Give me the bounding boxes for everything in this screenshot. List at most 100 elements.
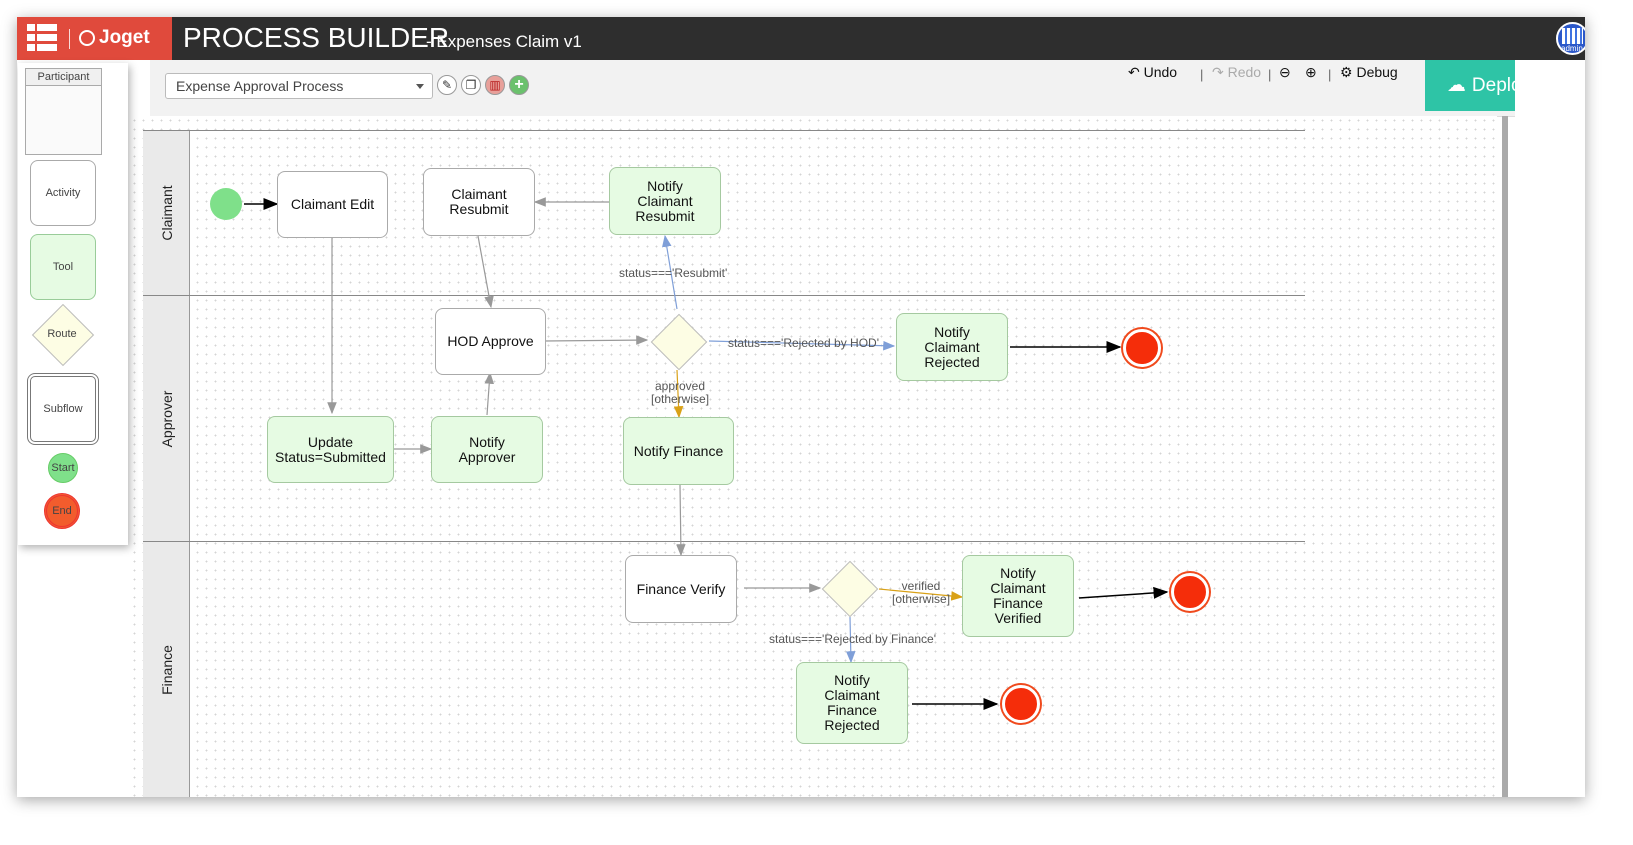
brand-name: Joget (99, 27, 150, 48)
edit-process-button[interactable]: ✎ (437, 75, 457, 95)
undo-label: Undo (1143, 64, 1178, 80)
condition-label: status==='Rejected by HOD' (728, 336, 879, 350)
avatar-image (1562, 28, 1583, 44)
palette-label: Activity (45, 187, 81, 199)
avatar-label: admin (1561, 44, 1583, 53)
lane-label: Claimant (159, 185, 175, 241)
palette-label: Route (47, 328, 77, 340)
lane-header[interactable]: Claimant (143, 131, 190, 295)
copy-icon: ❐ (465, 78, 477, 92)
palette-label: End (52, 505, 72, 517)
condition-label: approved[otherwise] (651, 380, 709, 406)
header-bar: Joget PROCESS BUILDER - Expenses Claim v… (17, 17, 1585, 60)
right-gutter (1515, 60, 1585, 797)
process-builder-window: Joget PROCESS BUILDER - Expenses Claim v… (17, 17, 1585, 797)
tool-notify-finance[interactable]: Notify Finance (623, 417, 734, 485)
tool-notify-approver[interactable]: Notify Approver (431, 416, 543, 483)
zoom-out-icon: ⊖ (1279, 64, 1291, 80)
node-label: Finance Verify (636, 580, 726, 597)
lane-label: Finance (159, 644, 175, 695)
palette-label: Start (51, 462, 75, 474)
copy-process-button[interactable]: ❐ (461, 75, 481, 95)
condition-label-line: [otherwise] (892, 592, 951, 606)
activity-claimant-edit[interactable]: Claimant Edit (277, 171, 388, 238)
palette-activity[interactable]: Activity (30, 160, 96, 226)
plus-icon: + (514, 76, 524, 93)
zoom-in-icon: ⊕ (1305, 64, 1317, 80)
end-node[interactable] (1002, 685, 1040, 723)
toolbar-separator: | (1328, 67, 1332, 82)
activity-hod-approve[interactable]: HOD Approve (435, 308, 546, 375)
palette-end[interactable]: End (44, 493, 80, 529)
tool-notify-claimant-finance-rejected[interactable]: Notify Claimant Finance Rejected (796, 662, 908, 744)
condition-label-line: approved (654, 379, 706, 393)
redo-icon: ↷ (1212, 64, 1224, 80)
lane-finance[interactable]: Finance (143, 541, 1305, 797)
zoom-in-button[interactable]: ⊕ (1305, 64, 1317, 81)
page-subtitle: - Expenses Claim v1 (426, 32, 582, 51)
condition-label: verified[otherwise] (892, 580, 950, 606)
lane-claimant[interactable]: Claimant (143, 130, 1305, 295)
palette-participant[interactable]: Participant (25, 68, 102, 155)
redo-label: Redo (1227, 64, 1262, 80)
lane-header[interactable]: Approver (143, 296, 190, 541)
redo-button[interactable]: ↷ Redo (1212, 64, 1261, 81)
tool-notify-claimant-rejected[interactable]: Notify Claimant Rejected (896, 313, 1008, 381)
palette-label: Subflow (43, 403, 83, 415)
node-label: Notify Finance (633, 442, 724, 459)
lane-label: Approver (159, 390, 175, 447)
vertical-scrollbar[interactable] (1502, 116, 1508, 797)
condition-label-line: verified (901, 579, 941, 593)
node-label: Notify Claimant Finance Verified (990, 565, 1046, 626)
node-label: Claimant Edit (290, 196, 375, 212)
apps-grid-icon[interactable] (27, 24, 57, 52)
lane-header[interactable]: Finance (143, 542, 190, 797)
tool-notify-claimant-finance-verified[interactable]: Notify Claimant Finance Verified (962, 555, 1074, 637)
condition-label: status==='Rejected by Finance' (769, 632, 937, 646)
palette-subflow[interactable]: Subflow (27, 373, 99, 445)
process-select-value: Expense Approval Process (176, 78, 344, 94)
node-label: Notify Approver (458, 433, 516, 465)
process-select[interactable]: Expense Approval Process (165, 73, 433, 99)
undo-icon: ↶ (1128, 64, 1140, 80)
gear-icon: ⚙ (1340, 64, 1353, 80)
palette-label: Tool (52, 261, 74, 273)
trash-icon: ▥ (489, 78, 501, 92)
toolbar: Expense Approval Process ✎ ❐ ▥ + ↶ Undo … (150, 60, 1585, 117)
node-label: Update Status=Submitted (275, 433, 386, 465)
add-process-button[interactable]: + (509, 75, 529, 95)
page-title: PROCESS BUILDER (183, 22, 450, 53)
brand-area: Joget (17, 17, 172, 60)
node-label: Notify Claimant Finance Rejected (824, 672, 880, 733)
node-label: Notify Claimant Resubmit (635, 177, 695, 224)
node-label: HOD Approve (447, 333, 534, 349)
delete-process-button[interactable]: ▥ (485, 75, 505, 95)
toolbar-separator: | (1268, 67, 1272, 82)
debug-button[interactable]: ⚙ Debug (1340, 64, 1398, 81)
start-node[interactable] (210, 188, 242, 220)
palette-tool[interactable]: Tool (30, 234, 96, 300)
node-label: Claimant Resubmit (449, 186, 509, 217)
activity-claimant-resubmit[interactable]: Claimant Resubmit (423, 168, 535, 236)
tool-notify-claimant-resubmit[interactable]: Notify Claimant Resubmit (609, 167, 721, 235)
activity-finance-verify[interactable]: Finance Verify (625, 555, 737, 623)
palette-participant-label: Participant (26, 69, 101, 86)
zoom-out-button[interactable]: ⊖ (1279, 64, 1291, 81)
palette-route[interactable]: Route (32, 318, 92, 350)
condition-label-line: [otherwise] (651, 392, 710, 406)
end-node[interactable] (1171, 573, 1209, 611)
palette-start[interactable]: Start (48, 453, 78, 483)
lane-approver[interactable]: Approver (143, 295, 1305, 541)
toolbar-separator: | (1200, 67, 1204, 82)
condition-label: status==='Resubmit' (619, 266, 728, 280)
user-avatar[interactable]: admin (1556, 22, 1585, 55)
tool-update-status[interactable]: Update Status=Submitted (267, 416, 394, 483)
debug-label: Debug (1356, 64, 1398, 80)
pencil-icon: ✎ (441, 78, 453, 92)
end-node[interactable] (1123, 329, 1161, 367)
joget-logo-icon (79, 30, 95, 46)
undo-button[interactable]: ↶ Undo (1128, 64, 1177, 81)
node-label: Notify Claimant Rejected (924, 323, 980, 370)
element-palette: Participant Activity Tool Route Subflow … (18, 63, 128, 545)
cloud-upload-icon: ☁ (1446, 75, 1466, 96)
